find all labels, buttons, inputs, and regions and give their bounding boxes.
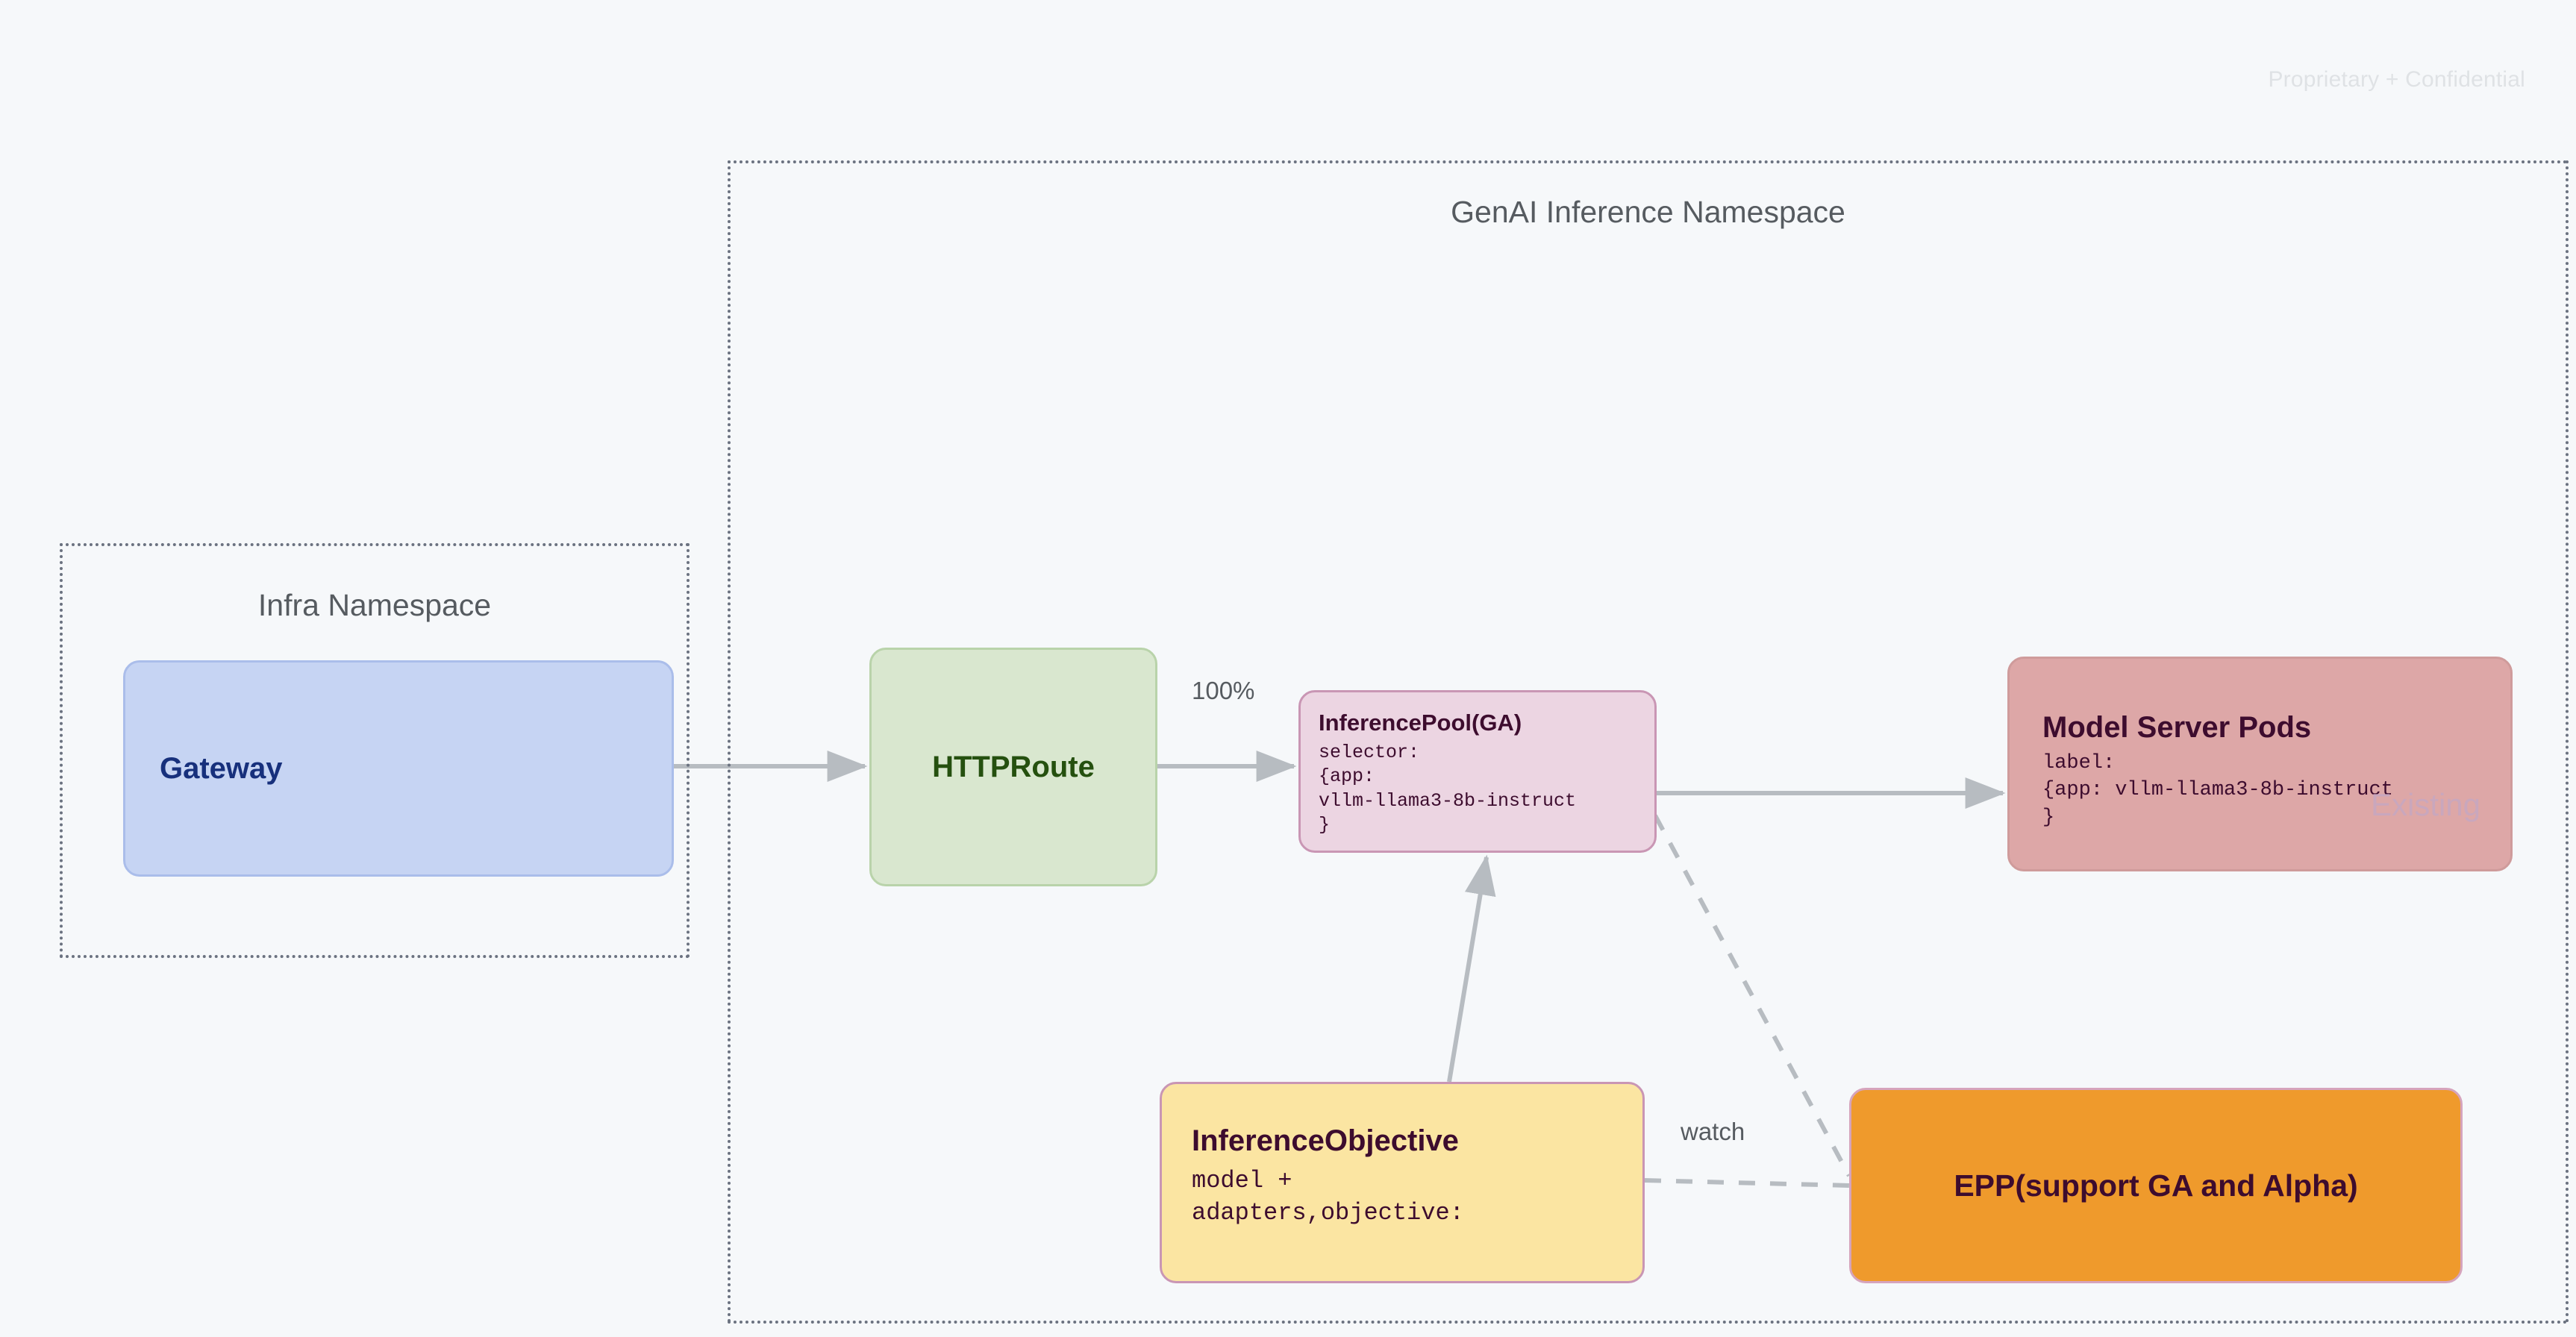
existing-badge: Existing — [2370, 787, 2480, 822]
node-gateway-title: Gateway — [160, 751, 283, 785]
node-inference-objective-body: model + adapters,objective: — [1192, 1167, 1464, 1227]
node-inferencepool[interactable]: InferencePool(GA) selector: {app: vllm-l… — [1298, 690, 1657, 853]
proprietary-confidential-watermark: Proprietary + Confidential — [2268, 67, 2525, 92]
node-inferencepool-body: selector: {app: vllm-llama3-8b-instruct … — [1319, 741, 1577, 836]
node-epp[interactable]: EPP(support GA and Alpha) — [1849, 1088, 2463, 1283]
node-inferencepool-title: InferencePool(GA) — [1319, 710, 1522, 736]
node-inference-objective-title: InferenceObjective — [1192, 1124, 1459, 1157]
namespace-genai-inference-title: GenAI Inference Namespace — [1451, 195, 1845, 229]
namespace-genai-inference: GenAI Inference Namespace — [728, 160, 2569, 1324]
namespace-infra-title: Infra Namespace — [257, 588, 492, 622]
node-model-server-pods[interactable]: Model Server Pods label: {app: vllm-llam… — [2007, 657, 2513, 871]
node-inference-objective[interactable]: InferenceObjective model + adapters,obje… — [1160, 1082, 1645, 1283]
edge-label-watch: watch — [1681, 1118, 1745, 1145]
node-httproute[interactable]: HTTPRoute — [869, 648, 1157, 886]
node-gateway[interactable]: Gateway — [123, 660, 674, 877]
node-epp-title: EPP(support GA and Alpha) — [1954, 1168, 2358, 1203]
edge-label-traffic-weight: 100% — [1192, 677, 1255, 704]
node-httproute-title: HTTPRoute — [932, 750, 1095, 783]
node-model-server-pods-body: label: {app: vllm-llama3-8b-instruct } — [2042, 752, 2393, 829]
namespace-infra: Infra Namespace — [60, 543, 690, 958]
node-model-server-pods-title: Model Server Pods — [2042, 711, 2312, 744]
